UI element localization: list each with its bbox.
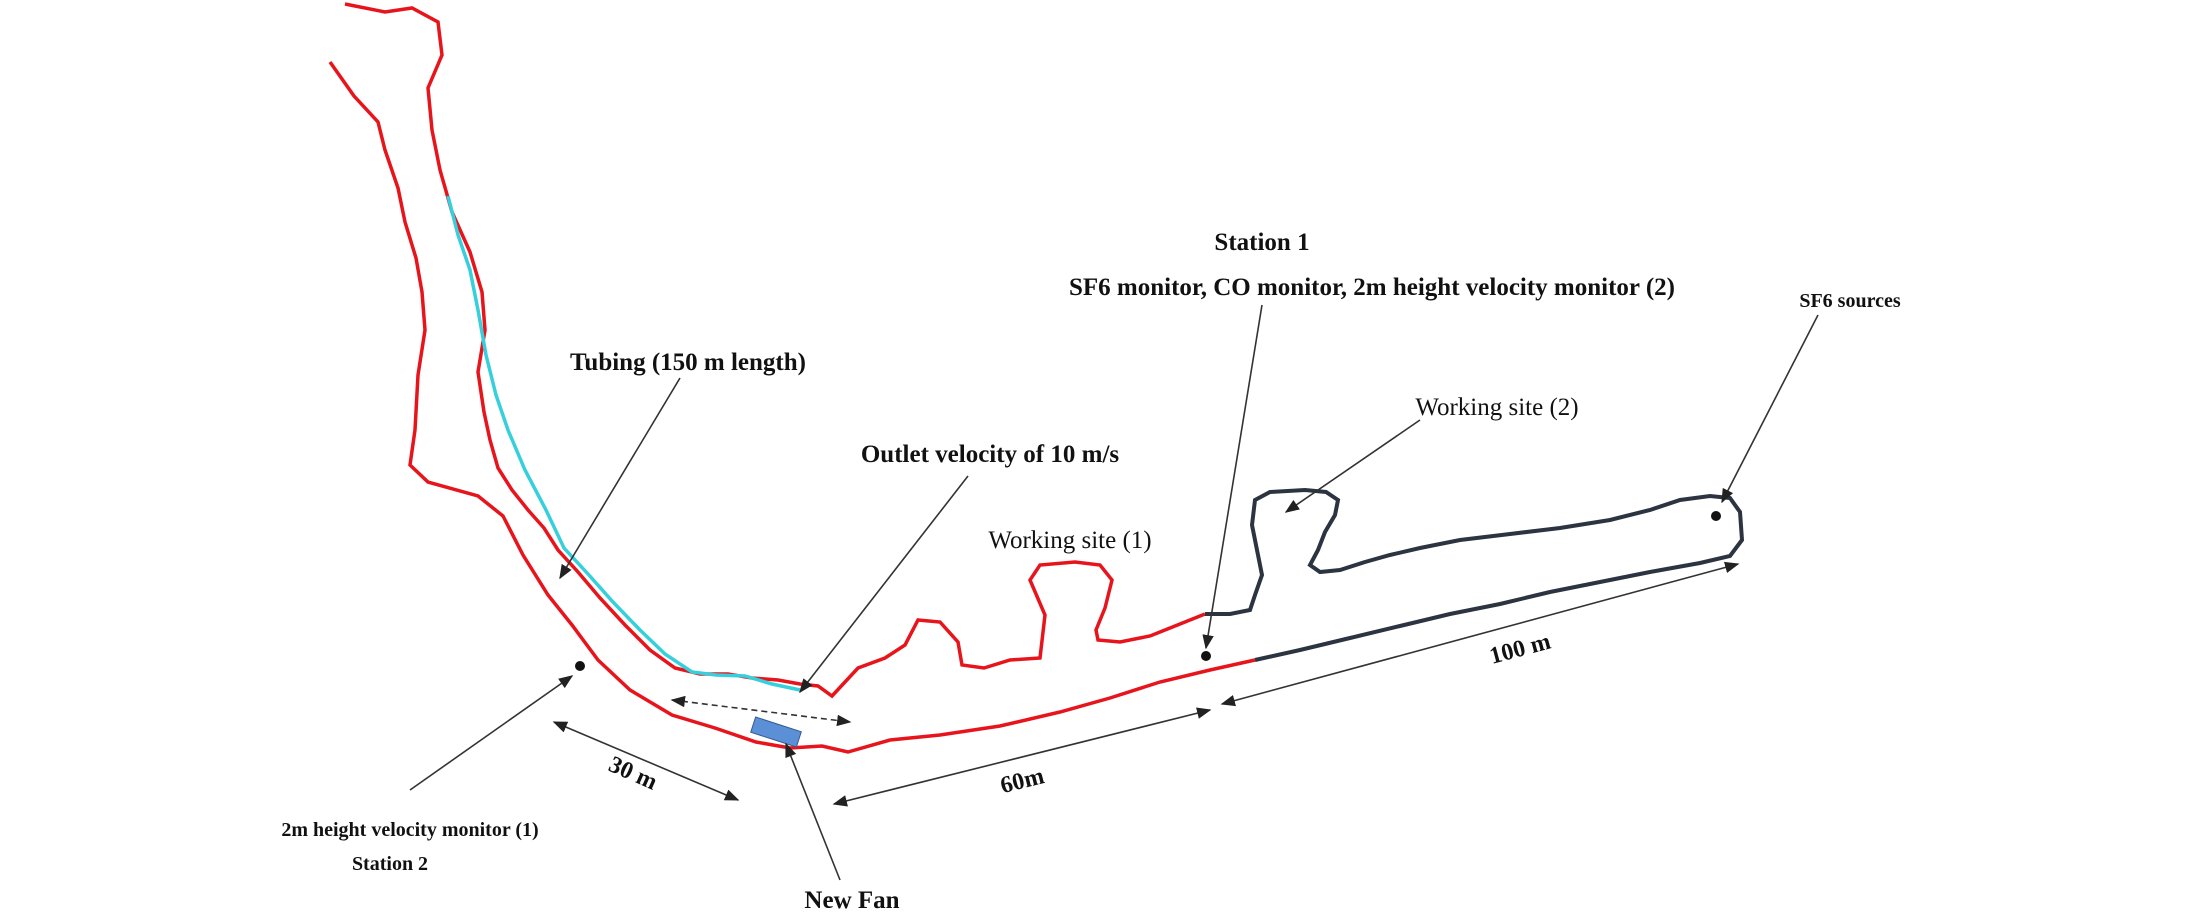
- station1-title: Station 1: [1214, 229, 1309, 256]
- station2-arrow: [409, 675, 574, 791]
- sf6-sources-label: SF6 sources: [1799, 290, 1901, 312]
- tubing-label: Tubing (150 m length): [570, 349, 806, 376]
- working-site-2-arrow: [1284, 419, 1421, 513]
- airway-outer-wall: [328, 60, 1256, 754]
- station1-monitor-dot: [1201, 651, 1211, 661]
- station2-description: 2m height velocity monitor (1): [281, 819, 538, 841]
- sf6-sources-arrow: [1721, 314, 1819, 504]
- station1-description: SF6 monitor, CO monitor, 2m height veloc…: [1069, 274, 1675, 301]
- dimension-30m-label: 30 m: [605, 752, 661, 796]
- outlet-velocity-label: Outlet velocity of 10 m/s: [861, 441, 1120, 468]
- sf6-source-dot: [1711, 511, 1721, 521]
- dimension-60m-label: 60m: [998, 763, 1047, 799]
- dimension-100m-line: [1220, 561, 1740, 707]
- outlet-velocity-arrow: [799, 475, 969, 694]
- station2-title: Station 2: [352, 853, 428, 875]
- airway-unventilated-outline: [1205, 487, 1745, 662]
- station1-arrow: [1202, 304, 1263, 650]
- dimension-60m-line: [832, 707, 1212, 807]
- new-fan-arrow: [785, 742, 841, 881]
- working-site-2-label: Working site (2): [1415, 394, 1578, 421]
- dimension-100m-label: 100 m: [1487, 629, 1554, 670]
- working-site-1-label: Working site (1): [988, 527, 1151, 554]
- dimension-30m-line: [552, 721, 740, 801]
- tubing-line: [446, 195, 801, 692]
- new-fan-label: New Fan: [804, 887, 899, 913]
- tubing-arrow: [559, 377, 681, 580]
- station2-monitor-dot: [575, 661, 585, 671]
